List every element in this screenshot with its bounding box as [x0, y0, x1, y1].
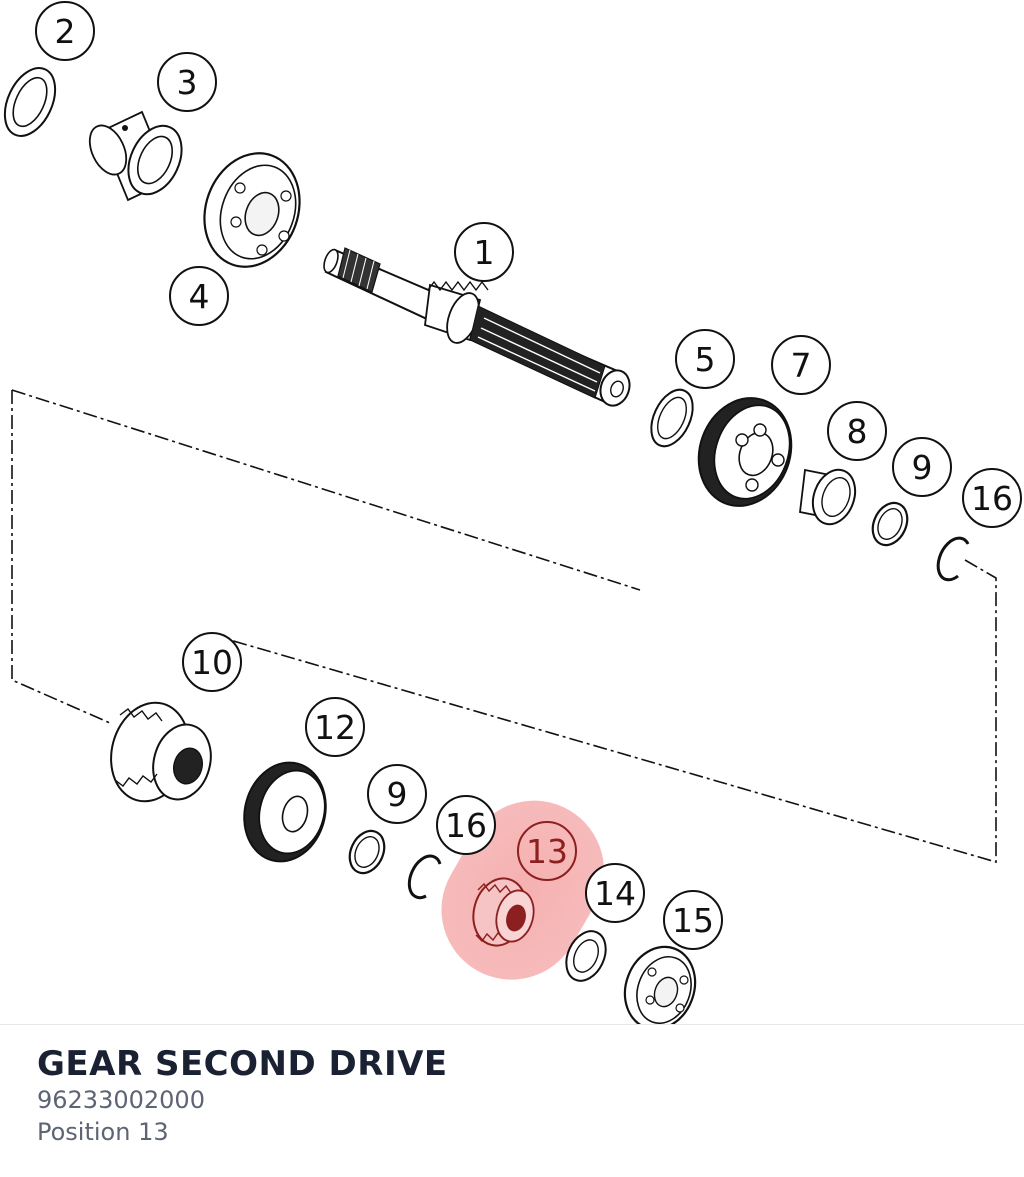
callout-9-upper[interactable]: 9 [892, 437, 952, 497]
svg-text:7: 7 [791, 346, 812, 385]
part-2-washer[interactable] [0, 60, 65, 144]
part-7-gear[interactable] [684, 385, 806, 519]
svg-text:16: 16 [445, 806, 487, 845]
part-5-washer[interactable] [643, 383, 701, 453]
callout-9-lower[interactable]: 9 [367, 764, 427, 824]
part-9-ring-upper[interactable] [866, 497, 914, 550]
callout-8[interactable]: 8 [827, 401, 887, 461]
panel-divider [0, 1024, 1024, 1025]
svg-text:2: 2 [55, 12, 76, 51]
assembly-axis-line [11, 390, 111, 724]
part-16-circlip-upper[interactable] [936, 536, 970, 582]
part-info-panel: GEAR SECOND DRIVE 96233002000 Position 1… [37, 1044, 997, 1148]
svg-text:5: 5 [695, 340, 716, 379]
part-15-bearing[interactable] [614, 937, 707, 1024]
svg-text:9: 9 [387, 775, 408, 814]
part-10-double-gear[interactable] [100, 694, 219, 810]
callout-15[interactable]: 15 [663, 890, 723, 950]
part-12-gear[interactable] [233, 753, 336, 870]
svg-text:14: 14 [594, 874, 636, 913]
callout-4[interactable]: 4 [169, 266, 229, 326]
callout-10[interactable]: 10 [182, 632, 242, 692]
callout-7[interactable]: 7 [771, 335, 831, 395]
svg-text:13: 13 [526, 832, 568, 871]
svg-text:16: 16 [971, 479, 1013, 518]
part-1-main-shaft[interactable] [321, 247, 634, 410]
svg-text:9: 9 [912, 448, 933, 487]
callout-12[interactable]: 12 [305, 697, 365, 757]
part-number: 96233002000 [37, 1086, 205, 1114]
assembly-axis-line [229, 559, 997, 864]
part-13-gear-second-drive[interactable] [466, 872, 539, 951]
callout-13-highlighted[interactable]: 13 [517, 821, 577, 881]
svg-text:15: 15 [672, 901, 714, 940]
exploded-parts-diagram: 2 3 4 1 5 7 8 9 16 10 12 9 [0, 1, 1022, 1024]
part-16-circlip-lower[interactable] [407, 854, 442, 900]
part-position: Position 13 [37, 1118, 169, 1146]
part-8-bushing[interactable] [799, 464, 862, 530]
callout-2[interactable]: 2 [35, 1, 95, 61]
part-14-washer[interactable] [559, 925, 614, 987]
svg-text:4: 4 [189, 277, 210, 316]
part-3-bushing[interactable] [83, 110, 192, 203]
part-title: GEAR SECOND DRIVE [37, 1044, 448, 1084]
callout-3[interactable]: 3 [157, 52, 217, 112]
svg-text:8: 8 [847, 412, 868, 451]
svg-text:3: 3 [177, 63, 198, 102]
part-9-ring-lower[interactable] [343, 825, 391, 878]
callout-16-upper[interactable]: 16 [962, 468, 1022, 528]
svg-text:10: 10 [191, 643, 233, 682]
callout-5[interactable]: 5 [675, 329, 735, 389]
callout-16-lower[interactable]: 16 [436, 795, 496, 855]
callout-1[interactable]: 1 [454, 222, 514, 282]
svg-text:1: 1 [474, 233, 495, 272]
callout-14[interactable]: 14 [585, 863, 645, 923]
assembly-axis-line [11, 389, 641, 591]
part-4-bearing[interactable] [189, 140, 315, 280]
svg-text:12: 12 [314, 708, 356, 747]
